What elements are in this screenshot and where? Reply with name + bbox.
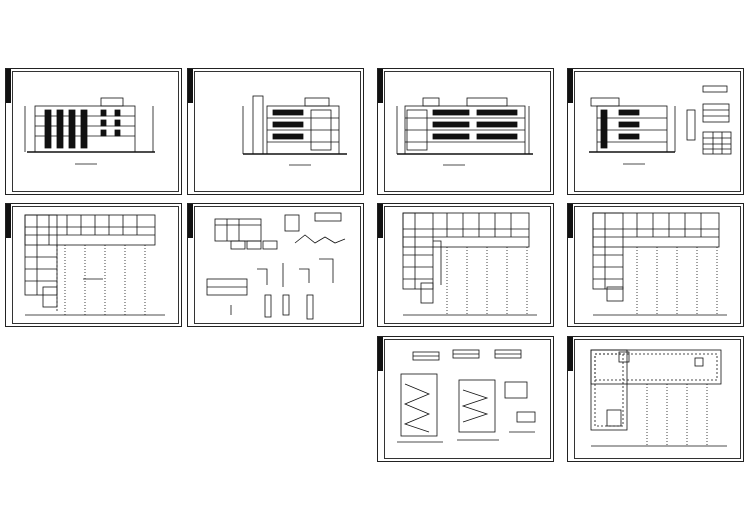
sheet-title-block [6, 204, 11, 238]
sheet-title-block [568, 69, 573, 103]
sheet-plan-roof[interactable] [567, 336, 744, 462]
sheet-elevation-details[interactable] [567, 68, 744, 195]
sheet-elevation-side[interactable] [187, 68, 364, 195]
elevation-front-drawing [24, 97, 155, 165]
sheet-elevation-rear[interactable] [377, 68, 554, 195]
sheet-stair-sections[interactable] [377, 336, 554, 462]
sheet-plan-upper-floor[interactable] [377, 203, 554, 327]
sheet-title-block [188, 69, 193, 103]
elevation-details-drawing [589, 85, 732, 165]
details-drawing [206, 212, 346, 320]
sheet-title-block [378, 337, 383, 371]
sheet-elevation-front[interactable] [5, 68, 182, 195]
elevation-side-drawing [242, 95, 347, 166]
sheet-title-block [378, 204, 383, 238]
sheet-title-block [568, 204, 573, 238]
sheet-title-block [568, 337, 573, 371]
plan-typical-floor-drawing [592, 212, 727, 316]
plan-upper-floor-drawing [402, 212, 537, 316]
sheet-plan-ground-floor[interactable] [5, 203, 182, 327]
elevation-rear-drawing [396, 97, 533, 166]
plan-ground-floor-drawing [24, 214, 165, 316]
stair-sections-drawing [397, 349, 536, 443]
sheet-title-block [6, 69, 11, 103]
sheet-details[interactable] [187, 203, 364, 327]
sheet-title-block [188, 204, 193, 238]
sheet-title-block [378, 69, 383, 103]
sheet-plan-typical-floor[interactable] [567, 203, 744, 327]
plan-roof-drawing [590, 349, 727, 447]
